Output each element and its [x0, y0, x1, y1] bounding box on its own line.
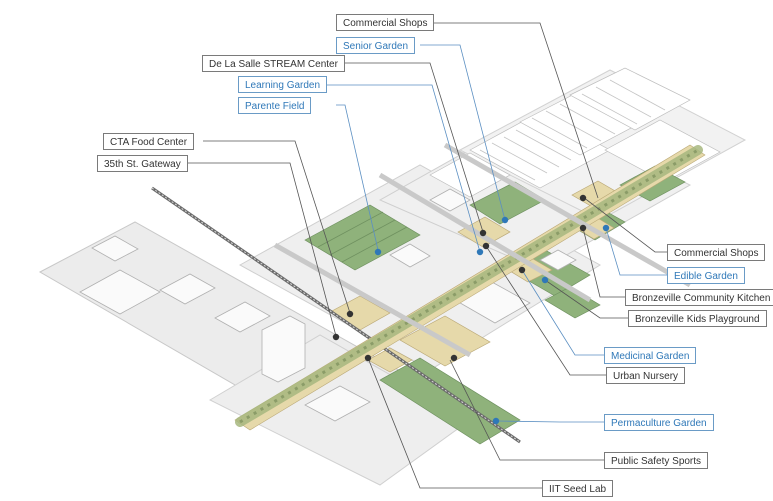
label-medicinal-garden: Medicinal Garden [604, 347, 696, 364]
marker-public-safety-sports [451, 355, 457, 361]
marker-permaculture-garden [493, 418, 499, 424]
label-urban-nursery: Urban Nursery [606, 367, 685, 384]
label-community-kitchen: Bronzeville Community Kitchen [625, 289, 773, 306]
label-senior-garden: Senior Garden [336, 37, 415, 54]
marker-parente-field [375, 249, 381, 255]
marker-commercial-shops [580, 195, 586, 201]
marker-edible-garden [603, 225, 609, 231]
label-cta-food-center: CTA Food Center [103, 133, 194, 150]
marker-community-kitchen [580, 225, 586, 231]
marker-kids-playground [542, 277, 548, 283]
label-kids-playground: Bronzeville Kids Playground [628, 310, 767, 327]
marker-cta-food-center [347, 311, 353, 317]
marker-de-la-salle [480, 230, 486, 236]
label-iit-seed-lab: IIT Seed Lab [542, 480, 613, 497]
marker-learning-garden [477, 249, 483, 255]
label-edible-garden: Edible Garden [667, 267, 745, 284]
label-commercial-shops-right: Commercial Shops [667, 244, 765, 261]
label-commercial-shops-top: Commercial Shops [336, 14, 434, 31]
marker-senior-garden [502, 217, 508, 223]
label-permaculture-garden: Permaculture Garden [604, 414, 714, 431]
marker-urban-nursery [483, 243, 489, 249]
label-parente-field: Parente Field [238, 97, 311, 114]
marker-medicinal-garden [519, 267, 525, 273]
marker-35th-gateway [333, 334, 339, 340]
label-35th-gateway: 35th St. Gateway [97, 155, 188, 172]
label-de-la-salle: De La Salle STREAM Center [202, 55, 345, 72]
label-learning-garden: Learning Garden [238, 76, 327, 93]
label-public-safety-sports: Public Safety Sports [604, 452, 708, 469]
marker-iit-seed-lab [365, 355, 371, 361]
